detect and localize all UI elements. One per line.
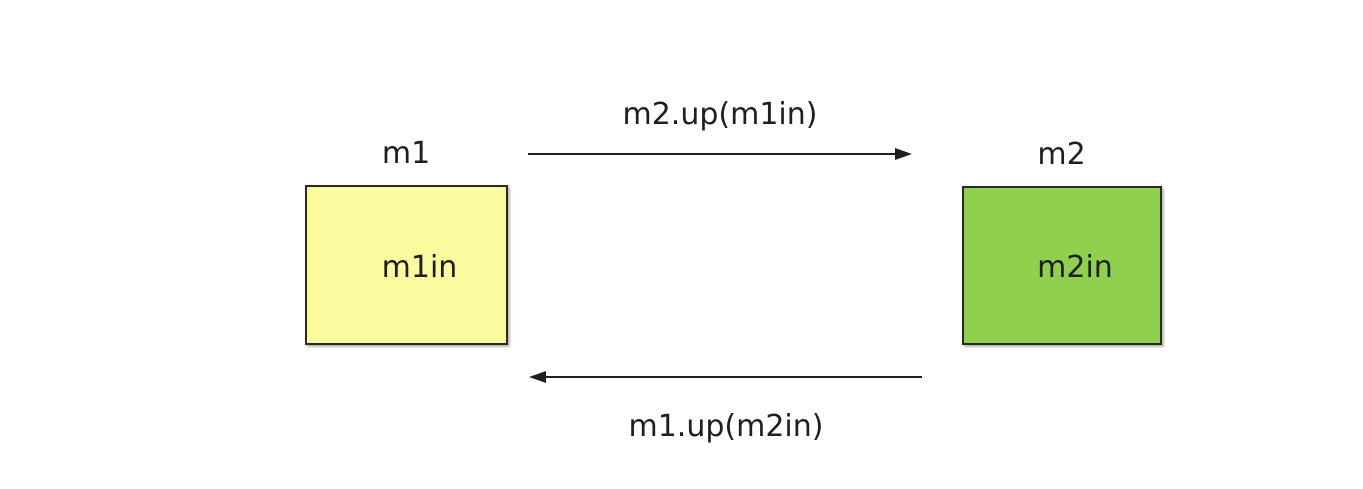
arrowhead-left-icon xyxy=(529,371,546,383)
edge-m2-to-m1-label: m1.up(m2in) xyxy=(628,409,824,444)
edge-m1-to-m2-label: m2.up(m1in) xyxy=(622,97,818,132)
node-m2-content: m2in xyxy=(1037,250,1113,285)
node-m1-title: m1 xyxy=(381,136,431,171)
node-m2-box: m2in xyxy=(962,186,1162,345)
edge-m1-to-m2-line xyxy=(528,153,897,155)
node-m1-box: m1in xyxy=(305,185,508,345)
arrowhead-right-icon xyxy=(895,148,912,160)
edge-m2-to-m1-line xyxy=(545,376,922,378)
node-m2-title: m2 xyxy=(1037,137,1086,172)
node-m1-content: m1in xyxy=(381,249,458,285)
